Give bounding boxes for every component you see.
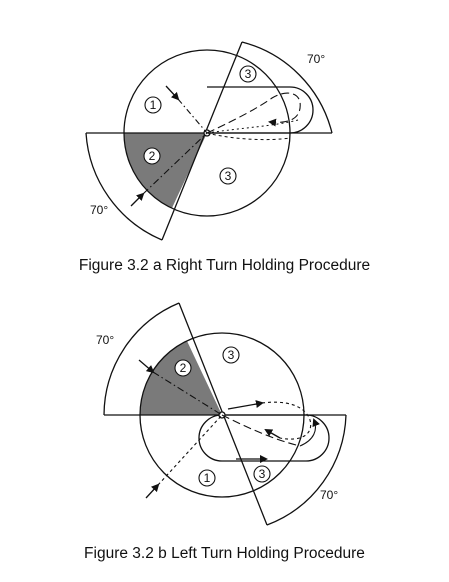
figure-a-diagram: 1 2 3 3 70° 70° bbox=[85, 41, 333, 241]
sector-label-2-b: 2 bbox=[174, 359, 192, 377]
entry-track-sector-2-a bbox=[142, 132, 208, 195]
svg-text:3: 3 bbox=[259, 467, 266, 481]
angle-label-lower-a: 70° bbox=[90, 203, 108, 217]
figure-b-caption: Figure 3.2 b Left Turn Holding Procedure bbox=[84, 545, 365, 562]
entry-arrow-sector-2-b bbox=[138, 359, 155, 374]
direct-entry-track-a bbox=[206, 92, 301, 134]
entry-track-sector-1-b bbox=[157, 414, 223, 486]
sector-label-3-lower-b: 3 bbox=[253, 465, 271, 483]
sector-label-3-upper-a: 3 bbox=[239, 65, 257, 83]
teardrop-track-b bbox=[221, 414, 301, 447]
entry-arrow-sector-1-a bbox=[165, 85, 180, 101]
angle-label-upper-a: 70° bbox=[307, 52, 325, 66]
parallel-track-a bbox=[206, 132, 291, 141]
svg-text:3: 3 bbox=[225, 169, 232, 183]
upper-arc-b bbox=[103, 302, 180, 416]
direct-entry-track-b bbox=[261, 401, 312, 440]
sector-2-shading-a bbox=[124, 133, 207, 208]
sector-2-shading-b bbox=[140, 341, 222, 415]
svg-text:1: 1 bbox=[150, 98, 157, 112]
entry-track-sector-1-a bbox=[177, 98, 208, 134]
figure-a-caption: Figure 3.2 a Right Turn Holding Procedur… bbox=[78, 257, 371, 274]
holding-racetrack-b bbox=[198, 414, 330, 462]
svg-text:3: 3 bbox=[245, 67, 252, 81]
sector-label-1-a: 1 bbox=[144, 96, 162, 114]
outbound-arrow-b bbox=[227, 400, 264, 410]
sector-label-2-a: 2 bbox=[143, 147, 161, 165]
teardrop-arrow-b bbox=[264, 429, 281, 439]
entry-arrow-sector-2-a bbox=[130, 192, 145, 207]
turn-arrow-b bbox=[299, 418, 320, 447]
holding-racetrack-a bbox=[207, 86, 314, 134]
svg-text:2: 2 bbox=[149, 149, 156, 163]
angle-label-lower-b: 70° bbox=[320, 488, 338, 502]
upper-arc-a bbox=[241, 41, 333, 134]
entry-arrow-sector-1-b bbox=[145, 483, 160, 499]
svg-text:1: 1 bbox=[204, 471, 211, 485]
svg-text:2: 2 bbox=[180, 361, 187, 375]
figure-b-diagram: 2 3 1 3 70° 70° bbox=[96, 302, 347, 526]
svg-text:3: 3 bbox=[228, 348, 235, 362]
sector-label-1-b: 1 bbox=[198, 469, 216, 487]
sector-label-3-upper-b: 3 bbox=[222, 346, 240, 364]
angle-label-upper-b: 70° bbox=[96, 333, 114, 347]
sector-label-3-lower-a: 3 bbox=[219, 167, 237, 185]
lower-arc-b bbox=[266, 414, 347, 526]
lower-arc-a bbox=[85, 132, 163, 241]
teardrop-track-a bbox=[206, 119, 299, 134]
sector-line-a bbox=[161, 41, 243, 241]
